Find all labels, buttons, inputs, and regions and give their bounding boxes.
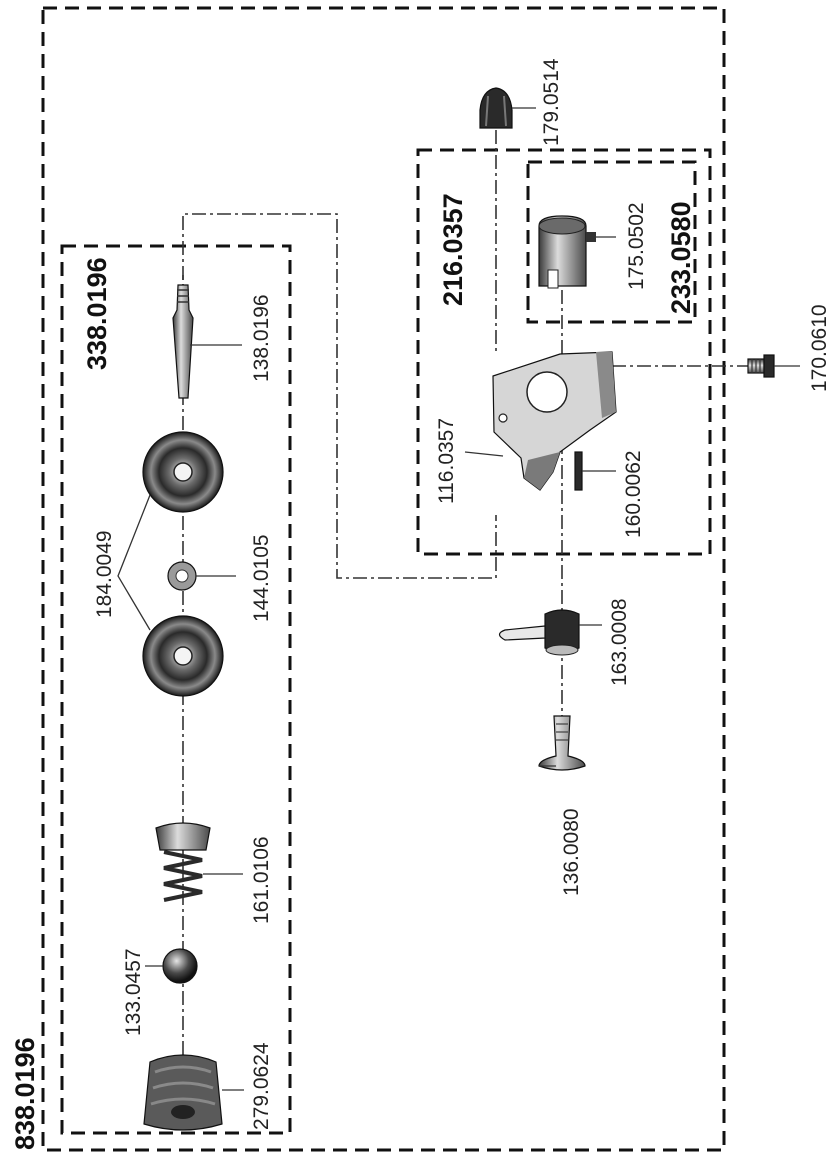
part-label-136: 136.0080 [560,808,583,896]
part-label-160: 160.0062 [622,450,645,538]
disc-part-184-lower [142,615,224,697]
housing-part-116 [492,351,617,491]
part-label-144: 144.0105 [250,534,273,622]
part-label-133: 133.0457 [122,948,145,1036]
part-label-163: 163.0008 [608,598,631,686]
assembly-label-838: 838.0196 [10,1037,40,1150]
spring-part-161 [155,822,211,902]
cap-part-279 [143,1054,223,1131]
assembly-box-233 [526,160,697,324]
assembly-label-216: 216.0357 [438,193,468,306]
pin-part-160 [574,451,583,491]
assembly-label-233: 233.0580 [666,201,696,314]
washer-part-144 [167,561,197,591]
part-label-170: 170.0610 [808,304,831,392]
stem-part-136 [538,715,586,771]
axis-link [182,213,497,579]
part-label-161: 161.0106 [250,836,273,924]
part-label-175: 175.0502 [625,202,648,290]
assembly-box-216 [416,148,712,556]
lever-part-163 [498,609,580,656]
leader-184 [117,494,151,631]
assembly-box-838 [41,6,726,1152]
part-label-179: 179.0514 [540,58,563,146]
sleeve-part-175 [538,215,596,289]
part-label-116: 116.0357 [435,418,458,504]
part-label-184: 184.0049 [93,530,116,618]
ball-part-133 [162,948,198,984]
pin-part-138 [172,284,194,399]
screw-part-170 [747,354,775,378]
assembly-label-338: 338.0196 [82,257,112,370]
leader-116 [464,451,504,457]
nut-part-179 [479,87,513,129]
assembly-box-338 [60,244,292,1135]
part-label-279: 279.0624 [250,1042,273,1130]
part-label-138: 138.0196 [250,294,273,382]
disc-part-184-upper [142,431,224,513]
